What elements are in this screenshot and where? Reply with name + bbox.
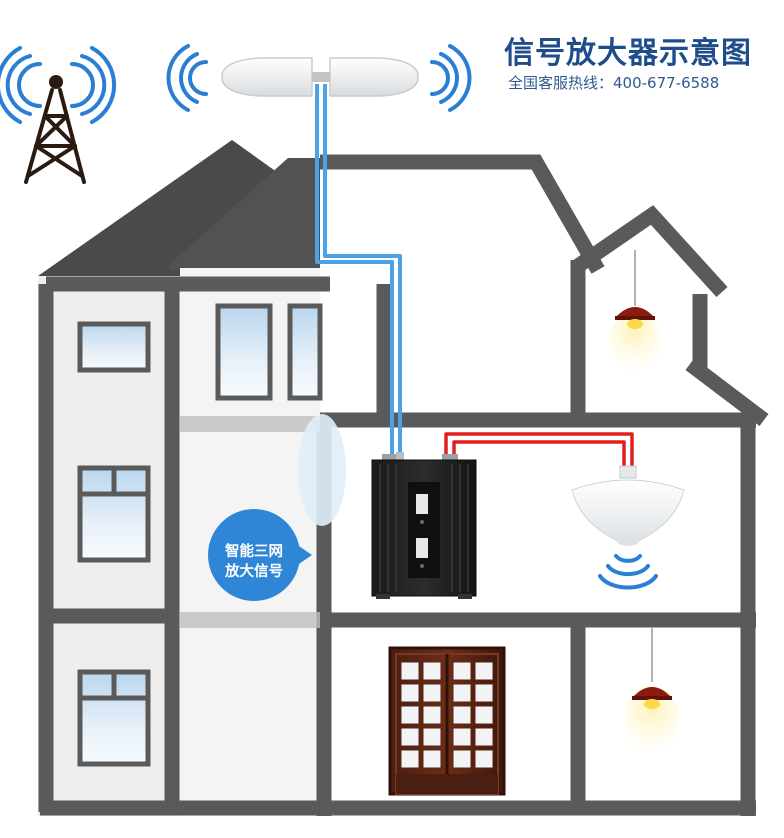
page-title: 信号放大器示意图 [504, 36, 752, 71]
signal-wave-icon [598, 554, 658, 590]
bubble-line-2: 放大信号 [225, 564, 283, 580]
door-icon [388, 646, 506, 796]
bubble-line-1: 智能三网 [225, 544, 283, 560]
window-icon [77, 303, 323, 767]
hotline-text: 全国客服热线：400-677-6588 [508, 74, 720, 92]
bubble-label: 智能三网 放大信号 [208, 542, 300, 582]
cell-tower-icon [0, 46, 117, 184]
outdoor-antenna-icon [221, 57, 419, 97]
pendant-lamp-icon [624, 628, 680, 754]
signal-wave-icon [166, 44, 472, 112]
ceiling-antenna-icon [571, 465, 685, 546]
indoor-cable [444, 432, 634, 468]
pendant-lamp-icon [609, 250, 661, 372]
info-bubble [208, 509, 312, 601]
feeder-cable [315, 84, 402, 458]
signal-amplifier-icon [371, 452, 477, 599]
